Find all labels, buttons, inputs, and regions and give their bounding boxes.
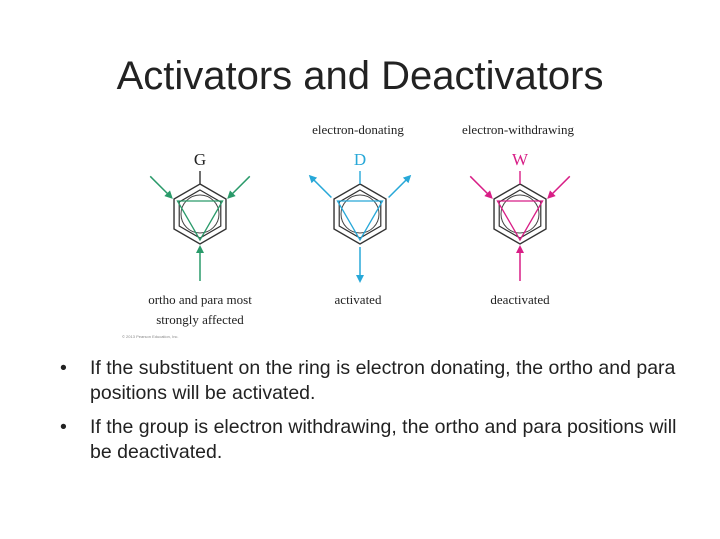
- ring-inner-hexagon: [338, 189, 382, 239]
- caption-deactivated: deactivated: [490, 292, 550, 307]
- bullet-text: If the substituent on the ring is electr…: [90, 357, 676, 404]
- figure-svg: electron-donating electron-withdrawing G…: [122, 122, 574, 339]
- ortho-arrow: [547, 175, 571, 199]
- benzene-ring-withdrawing: [469, 171, 571, 281]
- ortho-para-triangle: [336, 200, 384, 242]
- header-electron-donating: electron-donating: [312, 122, 404, 137]
- ortho-arrow: [149, 175, 173, 199]
- ortho-arrow: [469, 175, 493, 199]
- bullet-text: If the group is electron withdrawing, th…: [90, 416, 677, 463]
- ortho-arrow: [227, 175, 251, 199]
- ring-aromatic-circle: [500, 194, 540, 234]
- bullet-list: • If the substituent on the ring is elec…: [58, 356, 678, 474]
- ring-inner-hexagon: [178, 189, 222, 239]
- substituent-label-d: D: [354, 150, 366, 169]
- ring-aromatic-circle: [180, 194, 220, 234]
- caption-general-line2: strongly affected: [156, 312, 244, 327]
- caption-activated: activated: [335, 292, 382, 307]
- bullet-item: • If the group is electron withdrawing, …: [58, 415, 678, 465]
- copyright-note: © 2013 Pearson Education, Inc.: [122, 334, 179, 339]
- substituent-label-g: G: [194, 150, 206, 169]
- ortho-arrow: [308, 174, 332, 199]
- slide-title: Activators and Deactivators: [116, 54, 604, 98]
- benzene-ring-donating: [308, 171, 412, 283]
- bullet-marker: •: [60, 357, 67, 379]
- header-electron-withdrawing: electron-withdrawing: [462, 122, 574, 137]
- bullet-marker: •: [60, 416, 67, 438]
- ring-outer-hexagon: [493, 183, 547, 245]
- ring-aromatic-circle: [340, 194, 380, 234]
- benzene-ring-general: [149, 171, 251, 281]
- ortho-para-triangle: [176, 200, 224, 242]
- bullet-item: • If the substituent on the ring is elec…: [58, 356, 678, 406]
- ring-inner-hexagon: [498, 189, 542, 239]
- ortho-arrow: [388, 174, 412, 199]
- ortho-para-triangle: [496, 200, 544, 242]
- ring-outer-hexagon: [173, 183, 227, 245]
- substituent-effects-figure: electron-donating electron-withdrawing G…: [120, 112, 600, 342]
- ring-outer-hexagon: [333, 183, 387, 245]
- caption-general-line1: ortho and para most: [148, 292, 252, 307]
- substituent-label-w: W: [512, 150, 529, 169]
